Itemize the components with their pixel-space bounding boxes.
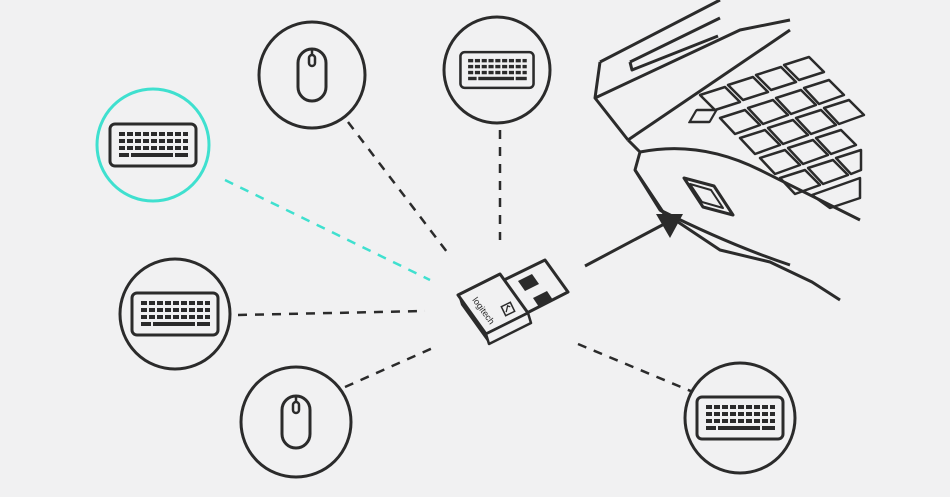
connection-line-highlighted — [224, 178, 431, 282]
connection-lines — [224, 121, 694, 394]
device-keyboard-left — [118, 257, 232, 371]
insert-arrow-icon — [584, 214, 683, 268]
connection-line — [344, 345, 436, 389]
connection-line — [347, 121, 448, 253]
device-keyboard-bottom-right — [683, 361, 797, 475]
usb-receiver: logitech — [456, 258, 570, 346]
connection-line — [237, 309, 426, 317]
device-mouse-top — [257, 20, 367, 130]
device-keyboard-top — [442, 15, 552, 125]
device-keyboard-highlighted — [95, 87, 211, 203]
unifying-logo-icon — [500, 301, 516, 317]
laptop-icon — [593, 0, 866, 302]
connection-line — [577, 342, 694, 394]
device-mouse-bottom — [239, 365, 353, 479]
usb-port-icon — [682, 176, 735, 217]
